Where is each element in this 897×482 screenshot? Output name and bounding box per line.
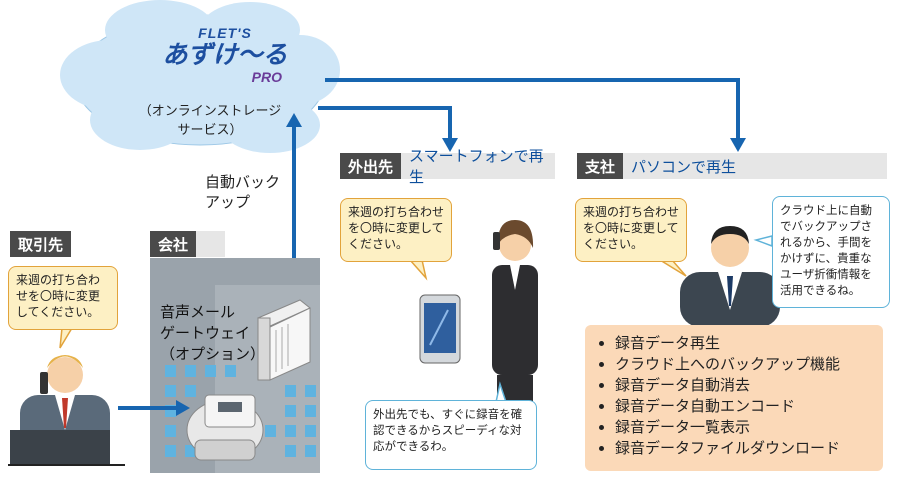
features-panel: 録音データ再生 クラウド上へのバックアップ機能 録音データ自動消去 録音データ自…	[585, 325, 883, 471]
backup-label-line-1: 自動バック	[205, 173, 281, 191]
company-header: 会社	[150, 231, 225, 257]
feature-item: 録音データ一覧表示	[615, 417, 869, 438]
gateway-line-3: （オプション）	[160, 345, 266, 363]
logo-flets: FLET'S	[198, 25, 252, 41]
client-tag: 取引先	[10, 231, 72, 257]
features-list: 録音データ再生 クラウド上へのバックアップ機能 録音データ自動消去 録音データ自…	[599, 333, 869, 459]
service-line-1: （オンラインストレージ	[138, 104, 282, 119]
cloud-to-branch-arrows	[318, 78, 740, 140]
feature-item: 録音データ自動エンコード	[615, 396, 869, 417]
outside-sub: スマートフォンで再生	[401, 147, 555, 186]
office-phone-icon	[186, 394, 264, 461]
cloud-service-text: （オンラインストレージ サービス）	[130, 102, 290, 140]
backup-label-line-2: アップ	[205, 193, 251, 211]
branch-comment-bubble: クラウド上に自動でバックアップされるから、手間をかけずに、貴重なユーザ折衝情報を…	[772, 196, 890, 308]
branch-person	[680, 226, 780, 327]
smartphone-icon	[419, 294, 461, 364]
service-line-2: サービス）	[177, 123, 243, 138]
arrow-head-branch	[730, 138, 746, 152]
branch-comment-tail	[753, 235, 773, 248]
call-arrow-head	[176, 400, 190, 416]
branch-bubble-tail	[657, 259, 687, 277]
outside-header: 外出先 スマートフォンで再生	[340, 147, 555, 186]
branch-header: 支社 パソコンで再生	[577, 153, 887, 179]
cloud-logo: FLET'S あずけ〜る PRO	[150, 25, 300, 85]
outside-comment-bubble: 外出先でも、すぐに録音を確認できるからスピーディな対応ができるわ。	[365, 400, 537, 470]
outside-bubble-tail	[408, 259, 428, 281]
branch-speech-bubble: 来週の打ち合わせを〇時に変更してください。	[575, 198, 687, 262]
gateway-device	[257, 299, 311, 381]
feature-item: 録音データ自動消去	[615, 375, 869, 396]
arrow-head-outside	[442, 138, 458, 152]
outside-speech-bubble: 来週の打ち合わせを〇時に変更してください。	[340, 198, 452, 262]
client-bubble-tail	[59, 327, 74, 349]
client-speech-bubble: 来週の打ち合わせを〇時に変更してください。	[8, 266, 118, 330]
feature-item: クラウド上へのバックアップ機能	[615, 354, 869, 375]
company-tag: 会社	[150, 231, 197, 257]
gateway-line-1: 音声メール	[160, 303, 236, 321]
backup-arrow-head	[286, 113, 302, 127]
client-person	[8, 355, 125, 466]
gateway-label: 音声メール ゲートウェイ （オプション）	[160, 302, 265, 365]
feature-item: 録音データファイルダウンロード	[615, 438, 869, 459]
client-header: 取引先	[10, 231, 72, 257]
branch-tag: 支社	[577, 153, 624, 179]
outside-tag: 外出先	[340, 153, 402, 179]
branch-sub: パソコンで再生	[623, 153, 887, 179]
backup-label: 自動バック アップ	[205, 172, 280, 212]
feature-item: 録音データ再生	[615, 333, 869, 354]
logo-main: あずけ〜る	[162, 40, 288, 69]
logo-pro: PRO	[251, 69, 282, 85]
gateway-line-2: ゲートウェイ	[160, 324, 251, 342]
